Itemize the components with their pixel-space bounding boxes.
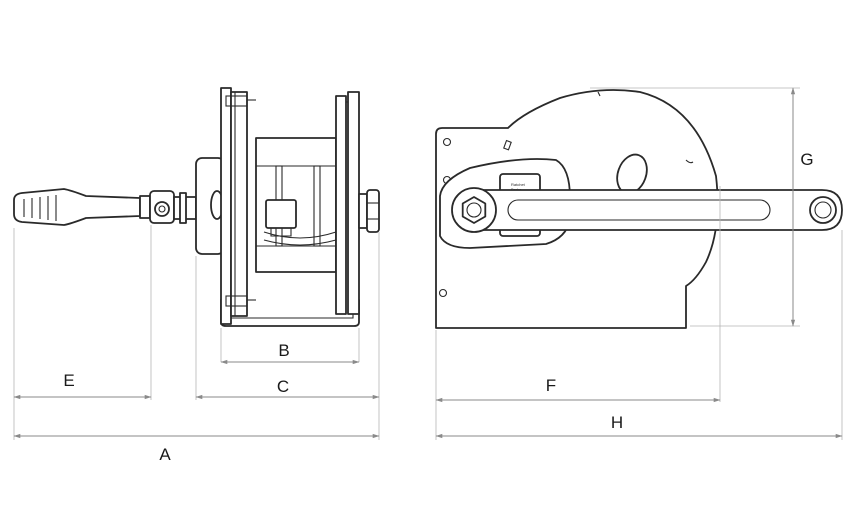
handle-grip <box>13 188 141 226</box>
crank-arm <box>473 189 843 231</box>
winch-front-view <box>13 87 380 327</box>
winch-side-view: Ratchet Brake <box>435 89 843 329</box>
mounting-hole <box>442 137 452 147</box>
cable-drum <box>255 137 337 273</box>
dimension-labels: B E C A F H G <box>63 150 813 464</box>
dimension-label-F: F <box>546 376 556 395</box>
dimension-lines <box>13 87 843 439</box>
left-flange <box>220 87 256 325</box>
axle-nut <box>358 189 380 233</box>
dimension-label-C: C <box>277 377 289 396</box>
svg-text:Ratchet: Ratchet <box>511 182 526 187</box>
dimension-label-A: A <box>159 445 171 464</box>
dimension-label-B: B <box>278 341 289 360</box>
gear-hub <box>195 157 225 255</box>
dimension-label-H: H <box>611 413 623 432</box>
handle-joint <box>139 190 197 224</box>
dimension-label-E: E <box>63 371 74 390</box>
right-flange <box>335 91 360 315</box>
crank-eye <box>809 196 837 224</box>
dimension-label-G: G <box>800 150 813 169</box>
extension-lines <box>13 87 843 440</box>
mounting-hole <box>438 288 448 298</box>
